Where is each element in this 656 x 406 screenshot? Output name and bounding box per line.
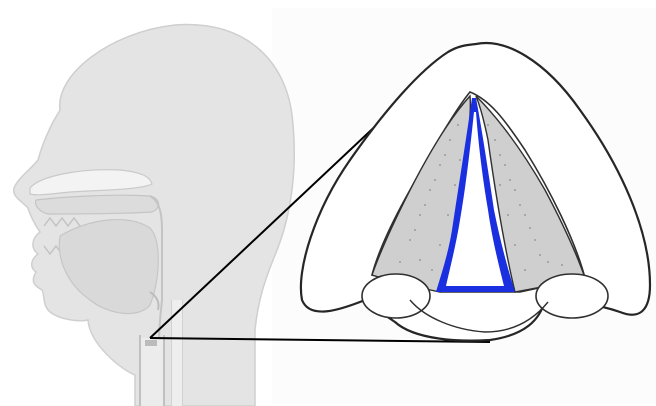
head-profile — [14, 25, 295, 406]
right-arytenoid — [536, 274, 608, 318]
trachea — [141, 338, 163, 406]
palate — [36, 195, 159, 214]
left-arytenoid — [362, 274, 430, 318]
vocal-fold-marker — [145, 340, 157, 346]
